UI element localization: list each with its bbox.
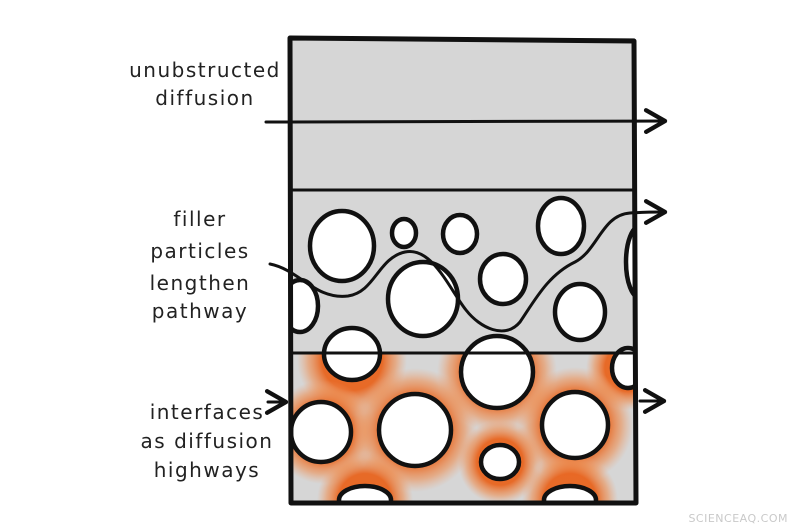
label-interfaces-line-2: as diffusion: [141, 429, 274, 453]
tortuous-path-arrow: [268, 199, 668, 333]
particle: [477, 251, 529, 307]
particle: [440, 212, 480, 256]
filler-particles: [290, 195, 635, 353]
particle: [458, 353, 536, 411]
particle: [609, 353, 635, 391]
label-unobstructed-line-2: diffusion: [155, 86, 254, 110]
particle: [541, 483, 599, 503]
label-interfaces-line-3: highways: [154, 458, 260, 482]
particle: [336, 483, 394, 503]
particle: [463, 333, 531, 353]
particle: [535, 195, 587, 257]
watermark: SCIENCEAQ.COM: [688, 512, 788, 525]
particle: [623, 225, 635, 299]
label-filler-line-4: pathway: [152, 299, 248, 323]
particle: [376, 391, 454, 469]
panel-unobstructed: [290, 38, 635, 190]
label-filler-line-3: lengthen: [150, 271, 251, 295]
label-unobstructed: unubstructed diffusion: [129, 58, 281, 110]
particle: [539, 389, 611, 461]
label-filler-line-1: filler: [173, 207, 226, 231]
particle: [321, 325, 383, 353]
membrane-outline: [287, 35, 639, 506]
unobstructed-path-arrow: [264, 108, 668, 135]
particle: [385, 259, 461, 339]
label-interfaces-line-1: interfaces: [150, 400, 265, 424]
label-interfaces: interfaces as diffusion highways: [141, 400, 274, 482]
label-unobstructed-line-1: unubstructed: [129, 58, 281, 82]
interface-particles: [290, 353, 635, 503]
label-filler-line-2: particles: [150, 239, 249, 263]
particle: [389, 216, 419, 250]
particle: [290, 399, 354, 465]
particle: [552, 281, 608, 343]
particle: [478, 442, 522, 482]
particle: [307, 208, 377, 284]
label-filler: filler particles lengthen pathway: [150, 207, 251, 323]
